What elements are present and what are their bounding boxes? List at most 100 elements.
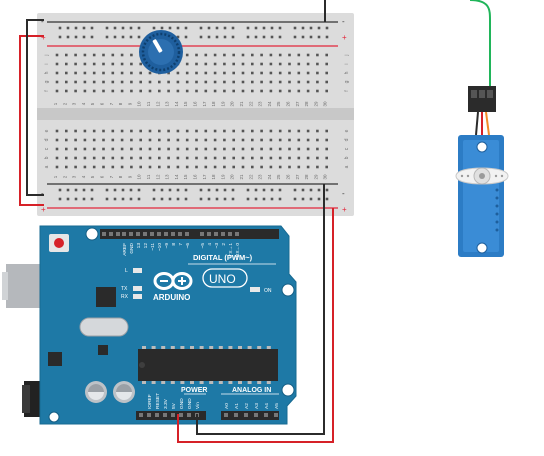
breadboard-hole[interactable] (55, 147, 59, 151)
servo-motor[interactable] (455, 86, 509, 257)
breadboard-hole[interactable] (74, 62, 77, 66)
breadboard-hole[interactable] (278, 165, 282, 169)
breadboard-hole[interactable] (158, 138, 161, 142)
breadboard-hole[interactable] (306, 129, 310, 133)
rail-hole[interactable] (215, 197, 219, 201)
rail-hole[interactable] (137, 35, 141, 39)
rail-hole[interactable] (82, 188, 86, 192)
breadboard-hole[interactable] (241, 53, 245, 57)
rail-hole[interactable] (82, 35, 86, 39)
breadboard-hole[interactable] (213, 165, 217, 169)
rail-hole[interactable] (309, 35, 313, 39)
rail-hole[interactable] (246, 35, 250, 39)
breadboard-hole[interactable] (204, 53, 208, 57)
breadboard-hole[interactable] (176, 80, 180, 84)
breadboard-hole[interactable] (130, 147, 133, 151)
breadboard-hole[interactable] (195, 156, 198, 160)
breadboard-hole[interactable] (185, 165, 189, 169)
breadboard-hole[interactable] (251, 147, 254, 151)
rail-hole[interactable] (74, 35, 78, 39)
breadboard-hole[interactable] (158, 80, 161, 84)
breadboard-hole[interactable] (139, 89, 142, 93)
rail-hole[interactable] (293, 188, 297, 192)
breadboard-hole[interactable] (83, 89, 87, 93)
breadboard-hole[interactable] (65, 165, 68, 169)
breadboard-hole[interactable] (251, 62, 254, 66)
rail-hole[interactable] (168, 26, 172, 30)
breadboard-hole[interactable] (55, 80, 59, 84)
power-pin[interactable] (171, 413, 175, 417)
breadboard-hole[interactable] (111, 80, 115, 84)
header-pin[interactable] (143, 232, 147, 236)
rail-hole[interactable] (270, 188, 274, 192)
breadboard-hole[interactable] (92, 53, 96, 57)
analog-pin[interactable] (224, 413, 228, 417)
breadboard-hole[interactable] (83, 53, 87, 57)
breadboard-hole[interactable] (148, 71, 152, 75)
breadboard-hole[interactable] (278, 138, 282, 142)
breadboard-hole[interactable] (278, 62, 282, 66)
breadboard-hole[interactable] (316, 147, 319, 151)
rail-hole[interactable] (207, 35, 211, 39)
breadboard-hole[interactable] (111, 71, 115, 75)
breadboard-hole[interactable] (120, 89, 124, 93)
breadboard-hole[interactable] (185, 53, 189, 57)
breadboard-hole[interactable] (83, 80, 87, 84)
breadboard-hole[interactable] (65, 147, 68, 151)
rail-hole[interactable] (215, 188, 219, 192)
breadboard-hole[interactable] (74, 80, 77, 84)
breadboard-hole[interactable] (306, 53, 310, 57)
rail-hole[interactable] (293, 26, 297, 30)
breadboard-hole[interactable] (167, 71, 170, 75)
breadboard-hole[interactable] (176, 89, 180, 93)
breadboard-hole[interactable] (55, 71, 59, 75)
rail-hole[interactable] (160, 188, 164, 192)
rail-hole[interactable] (317, 197, 321, 201)
breadboard-hole[interactable] (241, 147, 245, 151)
breadboard-hole[interactable] (195, 71, 198, 75)
breadboard-hole[interactable] (158, 89, 161, 93)
rail-hole[interactable] (74, 197, 78, 201)
rail-hole[interactable] (278, 26, 282, 30)
breadboard-hole[interactable] (251, 53, 254, 57)
breadboard-hole[interactable] (55, 138, 59, 142)
breadboard-hole[interactable] (213, 80, 217, 84)
breadboard-hole[interactable] (130, 62, 133, 66)
breadboard-hole[interactable] (148, 80, 152, 84)
rail-hole[interactable] (262, 188, 266, 192)
breadboard-hole[interactable] (325, 71, 328, 75)
breadboard-hole[interactable] (65, 80, 68, 84)
breadboard-hole[interactable] (120, 138, 124, 142)
breadboard-hole[interactable] (176, 165, 180, 169)
breadboard-hole[interactable] (111, 138, 115, 142)
header-pin[interactable] (164, 232, 168, 236)
breadboard-hole[interactable] (111, 147, 115, 151)
rail-hole[interactable] (301, 35, 305, 39)
wire-black-gnd[interactable] (196, 184, 325, 435)
breadboard-hole[interactable] (65, 138, 68, 142)
breadboard-hole[interactable] (195, 165, 198, 169)
breadboard-hole[interactable] (102, 165, 105, 169)
rail-hole[interactable] (278, 197, 282, 201)
breadboard-hole[interactable] (176, 147, 180, 151)
header-pin[interactable] (185, 232, 189, 236)
breadboard-hole[interactable] (288, 165, 291, 169)
breadboard-hole[interactable] (65, 89, 68, 93)
header-pin[interactable] (214, 232, 218, 236)
rail-hole[interactable] (293, 197, 297, 201)
breadboard-hole[interactable] (241, 165, 245, 169)
rail-hole[interactable] (278, 35, 282, 39)
breadboard-hole[interactable] (148, 156, 152, 160)
header-pin[interactable] (109, 232, 113, 236)
breadboard-hole[interactable] (232, 89, 235, 93)
breadboard-hole[interactable] (316, 138, 319, 142)
breadboard-hole[interactable] (185, 129, 189, 133)
rail-hole[interactable] (66, 35, 70, 39)
breadboard-hole[interactable] (167, 138, 170, 142)
breadboard-hole[interactable] (260, 165, 263, 169)
breadboard-hole[interactable] (223, 89, 226, 93)
breadboard-hole[interactable] (185, 147, 189, 151)
breadboard-hole[interactable] (185, 138, 189, 142)
breadboard-hole[interactable] (297, 147, 301, 151)
